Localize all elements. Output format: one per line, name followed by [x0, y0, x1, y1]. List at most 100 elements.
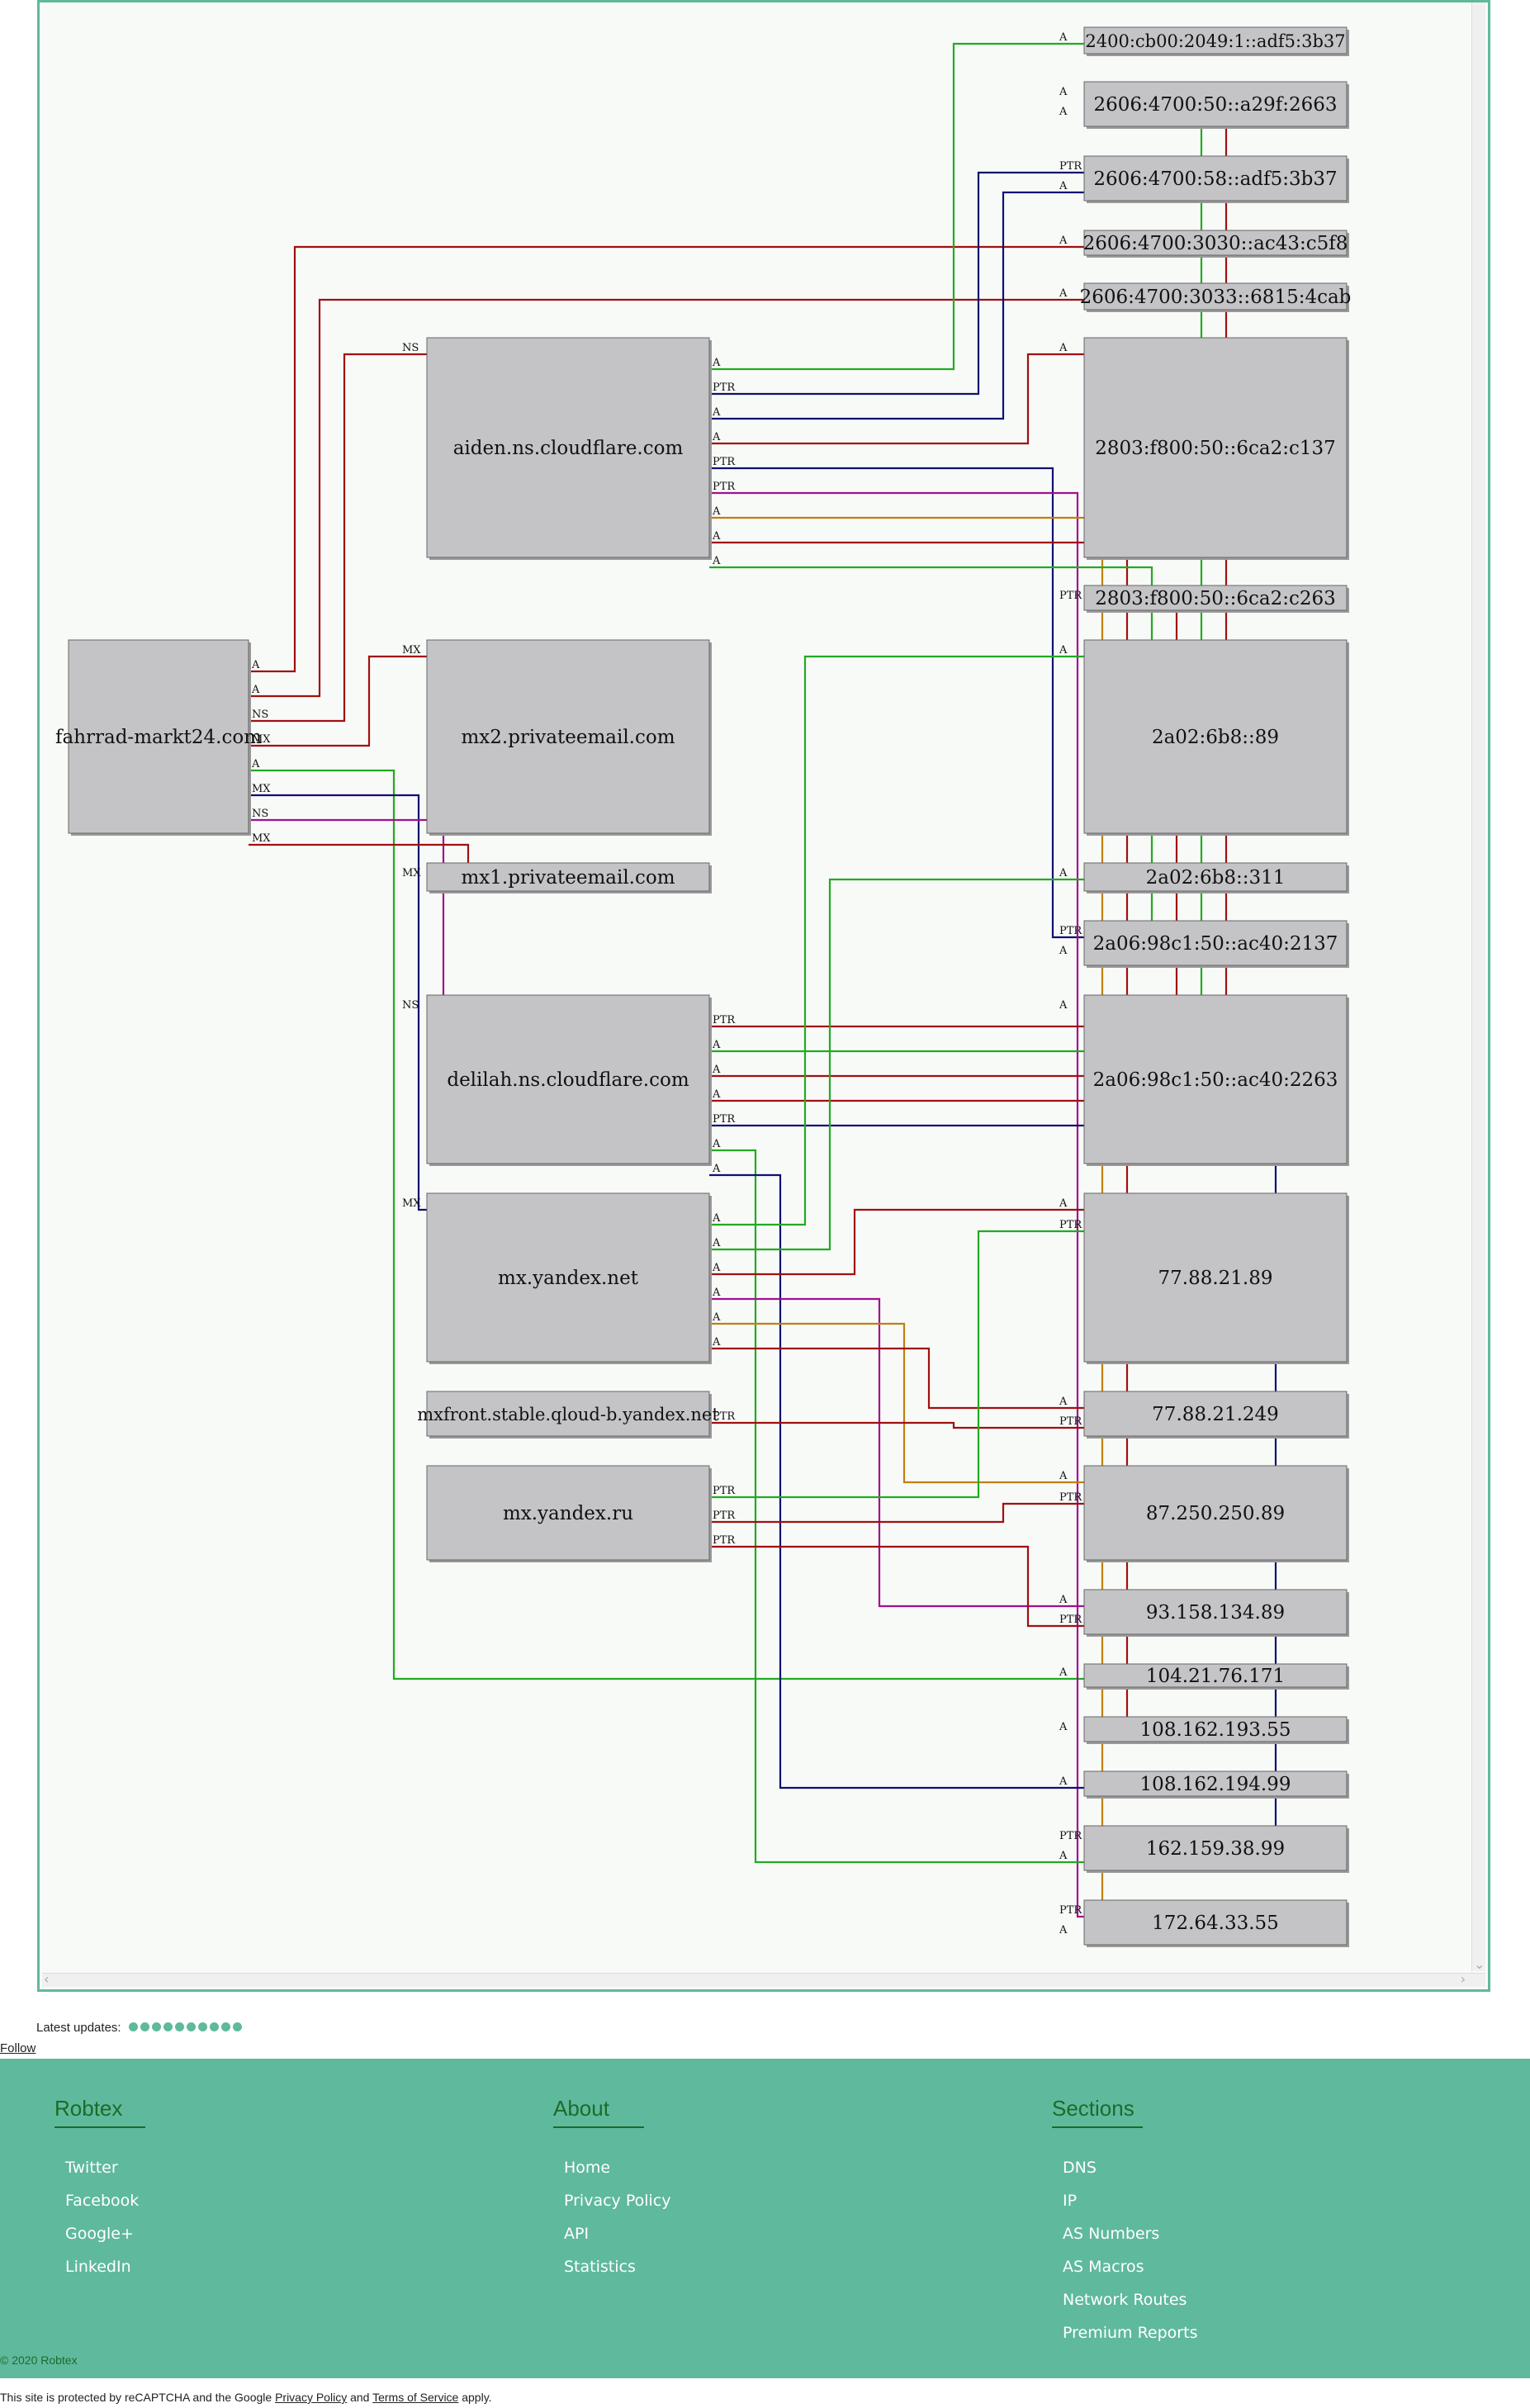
edge-label: NS [402, 342, 419, 354]
update-dot[interactable] [197, 2022, 207, 2031]
edge-line [709, 1149, 1084, 1864]
node-box[interactable] [426, 639, 710, 834]
node-box[interactable] [1083, 862, 1348, 892]
footer-link-as-macros[interactable]: AS Macros [1063, 2258, 1144, 2276]
node-box[interactable] [1083, 155, 1348, 201]
footer-link-googleplus[interactable]: Google+ [65, 2225, 134, 2243]
scroll-right-icon[interactable]: › [1460, 1971, 1466, 1987]
node-n12[interactable]: 77.88.21.89 [1083, 1192, 1349, 1364]
node-n14[interactable]: 87.250.250.89 [1083, 1465, 1349, 1562]
horizontal-scrollbar[interactable]: ‹ › [42, 1973, 1485, 1987]
scroll-down-icon[interactable]: ⌄ [1474, 1956, 1485, 1972]
node-box[interactable] [68, 639, 249, 834]
update-dot[interactable] [186, 2022, 196, 2031]
node-n10[interactable]: 2a06:98c1:50::ac40:2137 [1083, 920, 1349, 968]
node-box[interactable] [1083, 282, 1348, 310]
update-dot[interactable] [220, 2022, 230, 2031]
node-n6[interactable]: 2803:f800:50::6ca2:c137 [1083, 337, 1349, 560]
node-n13[interactable]: 77.88.21.249 [1083, 1391, 1349, 1439]
update-dot[interactable] [232, 2022, 242, 2031]
footer-link-statistics[interactable]: Statistics [564, 2258, 636, 2276]
node-box[interactable] [426, 337, 710, 558]
vertical-scrollbar[interactable]: ⌄ [1471, 2, 1485, 1971]
node-n8[interactable]: 2a02:6b8::89 [1083, 639, 1349, 836]
update-dot[interactable] [163, 2022, 173, 2031]
update-dot[interactable] [128, 2022, 138, 2031]
node-box[interactable] [1083, 1589, 1348, 1635]
node-n18[interactable]: 108.162.194.99 [1083, 1770, 1349, 1799]
node-box[interactable] [1083, 639, 1348, 834]
edge-m4-n19: AA [709, 1138, 1084, 1864]
node-box[interactable] [1083, 920, 1348, 966]
footer-link-dns[interactable]: DNS [1063, 2159, 1097, 2177]
node-label: delilah.ns.cloudflare.com [447, 1069, 689, 1091]
node-root[interactable]: fahrrad-markt24.com [55, 639, 262, 836]
edge-root-n5: AA [249, 287, 1084, 698]
node-m7[interactable]: mx.yandex.ru [426, 1465, 712, 1562]
footer-link-home[interactable]: Home [564, 2159, 611, 2177]
footer-link-api[interactable]: API [564, 2225, 590, 2243]
node-n7[interactable]: 2803:f800:50::6ca2:c263 [1083, 585, 1349, 613]
node-n19[interactable]: 162.159.38.99 [1083, 1825, 1349, 1873]
update-dot[interactable] [151, 2022, 161, 2031]
node-box[interactable] [426, 1391, 710, 1437]
node-n1[interactable]: 2400:cb00:2049:1::adf5:3b37 [1083, 26, 1349, 56]
edge-label: MX [252, 733, 271, 746]
follow-link[interactable]: Follow [0, 2041, 36, 2055]
node-box[interactable] [1083, 1899, 1348, 1946]
edge-line [709, 516, 1104, 1938]
node-n17[interactable]: 108.162.193.55 [1083, 1716, 1349, 1744]
node-box[interactable] [1083, 1663, 1348, 1688]
node-box[interactable] [1083, 585, 1348, 611]
node-n11[interactable]: 2a06:98c1:50::ac40:2263 [1083, 994, 1349, 1166]
footer-link-premium-reports[interactable]: Premium Reports [1063, 2324, 1198, 2342]
edge-line [709, 541, 1129, 1735]
node-box[interactable] [426, 1465, 710, 1561]
footer-link-facebook[interactable]: Facebook [65, 2192, 140, 2210]
footer-link-network-routes[interactable]: Network Routes [1063, 2291, 1187, 2309]
node-box[interactable] [1083, 1770, 1348, 1797]
node-n9[interactable]: 2a02:6b8::311 [1083, 862, 1349, 894]
footer-link-privacy-policy[interactable]: Privacy Policy [564, 2192, 671, 2210]
node-box[interactable] [1083, 1465, 1348, 1561]
edge-label: A [1059, 867, 1068, 879]
node-box[interactable] [426, 1192, 710, 1363]
terms-of-service-link[interactable]: Terms of Service [372, 2391, 459, 2404]
scroll-left-icon[interactable]: ‹ [44, 1971, 50, 1987]
node-box[interactable] [1083, 230, 1348, 256]
node-box[interactable] [1083, 1825, 1348, 1871]
node-box[interactable] [1083, 994, 1348, 1164]
node-n4[interactable]: 2606:4700:3030::ac43:c5f8 [1083, 230, 1349, 258]
node-m4[interactable]: delilah.ns.cloudflare.com [426, 994, 712, 1166]
footer-link-linkedin[interactable]: LinkedIn [65, 2258, 131, 2276]
footer-link-twitter[interactable]: Twitter [65, 2159, 118, 2177]
node-box[interactable] [1083, 1391, 1348, 1437]
node-m1[interactable]: aiden.ns.cloudflare.com [426, 337, 712, 560]
node-box[interactable] [426, 994, 710, 1164]
edge-label: MX [252, 832, 271, 845]
node-box[interactable] [426, 862, 710, 892]
update-dot[interactable] [209, 2022, 219, 2031]
node-m6[interactable]: mxfront.stable.qloud-b.yandex.net [417, 1391, 719, 1439]
update-dot[interactable] [140, 2022, 149, 2031]
node-m5[interactable]: mx.yandex.net [426, 1192, 712, 1364]
node-n5[interactable]: 2606:4700:3033::6815:4cab [1080, 282, 1352, 312]
node-m3[interactable]: mx1.privateemail.com [426, 862, 712, 894]
privacy-policy-link[interactable]: Privacy Policy [275, 2391, 348, 2404]
node-n3[interactable]: 2606:4700:58::adf5:3b37 [1083, 155, 1349, 203]
node-n16[interactable]: 104.21.76.171 [1083, 1663, 1349, 1690]
update-dot[interactable] [174, 2022, 184, 2031]
node-n2[interactable]: 2606:4700:50::a29f:2663 [1083, 81, 1349, 129]
node-box[interactable] [1083, 26, 1348, 55]
footer-link-as-numbers[interactable]: AS Numbers [1063, 2225, 1160, 2243]
node-n20[interactable]: 172.64.33.55 [1083, 1899, 1349, 1947]
footer-link-ip[interactable]: IP [1063, 2192, 1078, 2210]
node-box[interactable] [1083, 337, 1348, 558]
node-m2[interactable]: mx2.privateemail.com [426, 639, 712, 836]
node-box[interactable] [1083, 1716, 1348, 1742]
node-box[interactable] [1083, 1192, 1348, 1363]
node-n15[interactable]: 93.158.134.89 [1083, 1589, 1349, 1637]
node-box[interactable] [1083, 81, 1348, 127]
